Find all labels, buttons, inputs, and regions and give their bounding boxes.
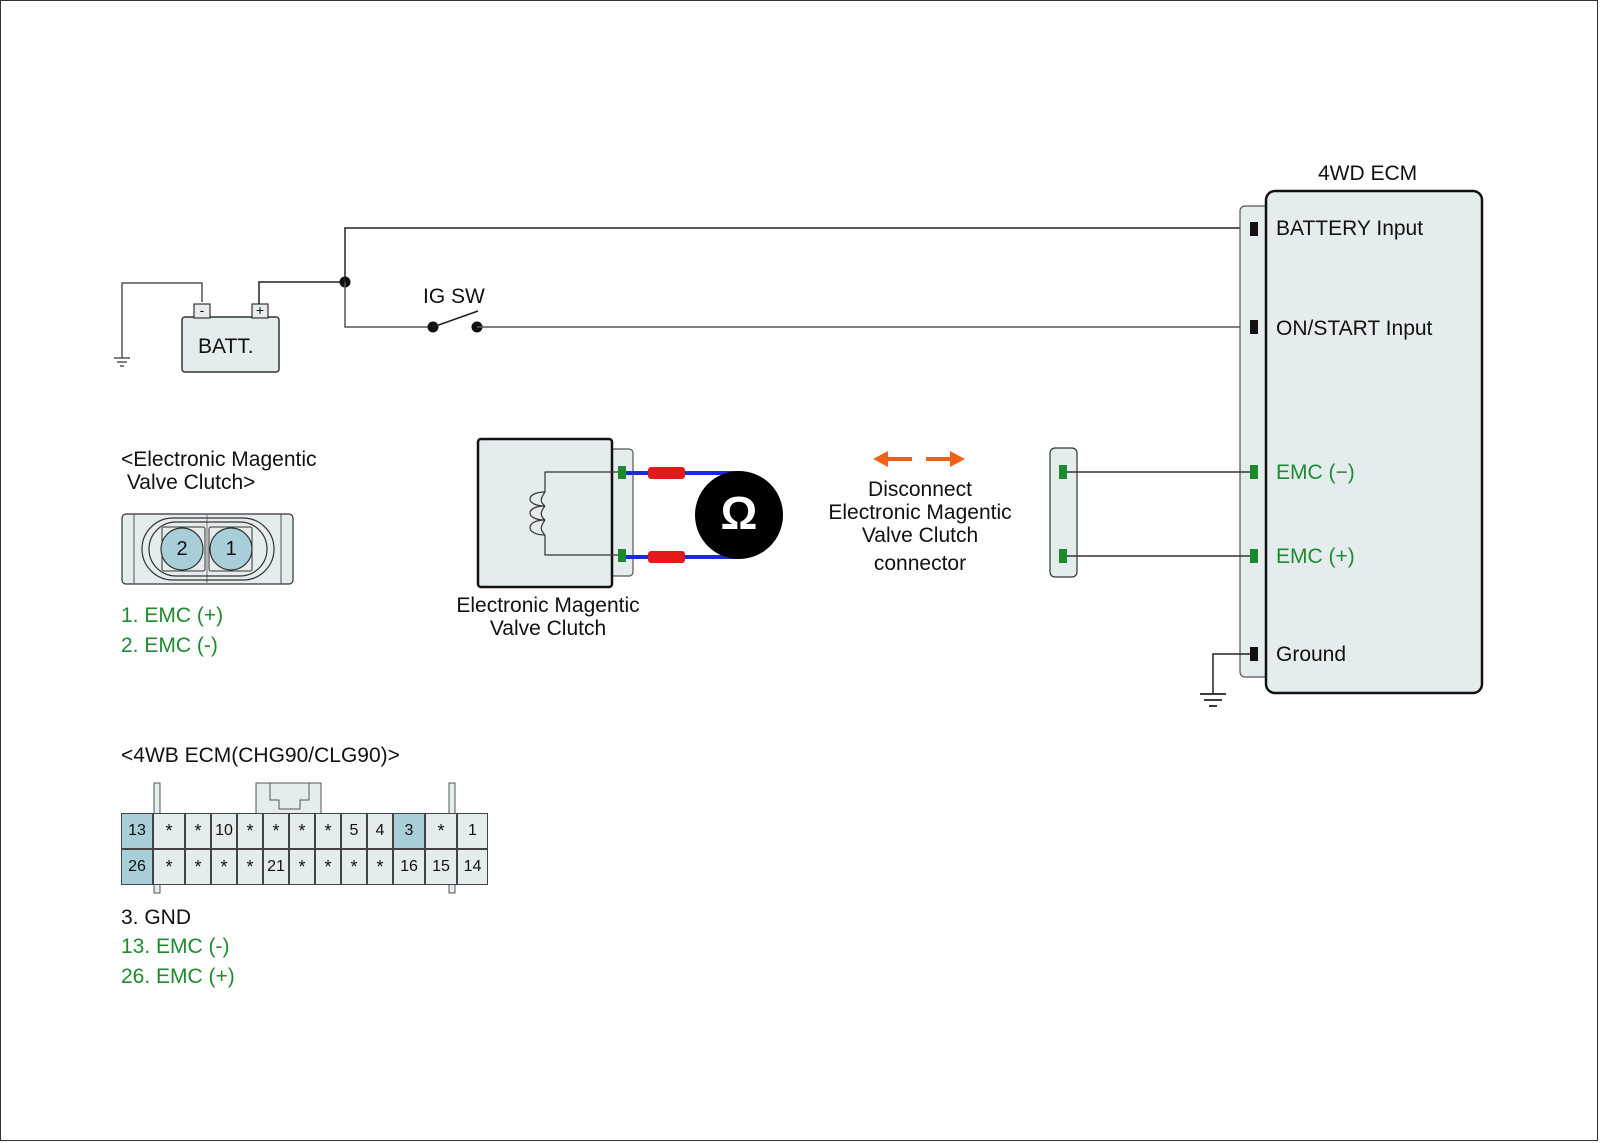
ecm-connector-pin: 10	[211, 813, 237, 849]
ecm-connector-pin: *	[341, 849, 367, 885]
disconnect-arrows-icon	[873, 451, 965, 467]
emc-connector-pin-1: 1	[225, 538, 237, 560]
emc-connector-title: <Electronic Magentic Valve Clutch>	[121, 448, 317, 494]
ecm-connector-pin: 14	[457, 849, 488, 885]
ecm-connector-pin: 16	[393, 849, 425, 885]
valve-clutch-component	[476, 437, 634, 589]
ecm-connector-pin: 26	[121, 849, 153, 885]
ecm-connector-pin: 15	[425, 849, 457, 885]
ecm-connector-title: <4WB ECM(CHG90/CLG90)>	[121, 744, 400, 767]
emc-legend-2: 2. EMC (-)	[121, 634, 218, 657]
ecm-pin-emc-neg: EMC (−)	[1276, 461, 1355, 484]
ecm-connector-pin: *	[425, 813, 457, 849]
ecm-connector-pin: 1	[457, 813, 488, 849]
ecm-title: 4WD ECM	[1318, 162, 1418, 185]
emc-legend-1: 1. EMC (+)	[121, 604, 224, 627]
ecm-connector-pin: *	[367, 849, 393, 885]
battery-ground-wire	[121, 282, 203, 358]
valve-clutch-label: Electronic Magentic Valve Clutch	[456, 594, 640, 640]
disconnect-note: Disconnect Electronic Magentic Valve Clu…	[828, 478, 1012, 547]
ohm-symbol: Ω	[720, 487, 758, 539]
ecm-connector-pin: *	[153, 813, 185, 849]
ecm-connector-pin: *	[315, 849, 341, 885]
battery-negative-label: -	[199, 302, 205, 318]
ecm-legend-emc-neg: 13. EMC (-)	[121, 935, 230, 958]
ecm-connector-pin: 4	[367, 813, 393, 849]
ecm-connector-pin: 5	[341, 813, 367, 849]
ecm-pin-terminals	[1250, 222, 1258, 661]
ecm-connector-pin: *	[153, 849, 185, 885]
ecm-connector-pin: 13	[121, 813, 153, 849]
coil-icon	[529, 491, 546, 536]
battery	[181, 303, 280, 373]
ecm-legend-emc-pos: 26. EMC (+)	[121, 965, 235, 988]
disconnect-note-connector: connector	[873, 552, 967, 575]
battery-positive-wire	[258, 281, 345, 304]
ecm-pin-emc-pos: EMC (+)	[1276, 545, 1355, 568]
ig-switch-label: IG SW	[423, 285, 485, 308]
ecm-legend-gnd: 3. GND	[121, 906, 192, 929]
ig-switch	[427, 310, 483, 333]
ecm-ground-wire	[1212, 653, 1250, 694]
ecm-connector-pin: *	[289, 813, 315, 849]
ground-icon	[114, 357, 130, 367]
battery-positive-label: +	[255, 302, 265, 318]
harness-connector	[1049, 447, 1078, 578]
ecm-connector-pin: *	[237, 849, 263, 885]
ecm-connector-pin: *	[185, 849, 211, 885]
ecm-pin-on-start-input: ON/START Input	[1276, 317, 1433, 340]
ecm-pin-battery-input: BATTERY Input	[1276, 217, 1424, 240]
ohmmeter-probes	[626, 467, 742, 563]
ecm-connector-pin: *	[289, 849, 315, 885]
ecm-connector-pin: *	[263, 813, 289, 849]
battery-label: BATT.	[198, 335, 254, 358]
ecm-connector-pin: *	[315, 813, 341, 849]
ecm-connector-pin: *	[237, 813, 263, 849]
ig-feed-wire	[344, 282, 432, 328]
ecm-connector-pin: 21	[263, 849, 289, 885]
battery-input-wire	[344, 227, 1248, 282]
ecm-ground-icon	[1200, 693, 1226, 707]
ecm-pin-ground: Ground	[1276, 643, 1347, 666]
ecm-connector-pin: *	[211, 849, 237, 885]
ecm-connector-pin: 3	[393, 813, 425, 849]
emc-connector-pin-2: 2	[176, 538, 188, 560]
ohmmeter-icon	[695, 471, 783, 559]
emc-connector-face	[121, 513, 294, 585]
ecm-connector-pin: *	[185, 813, 211, 849]
ecm-box	[1239, 189, 1484, 695]
